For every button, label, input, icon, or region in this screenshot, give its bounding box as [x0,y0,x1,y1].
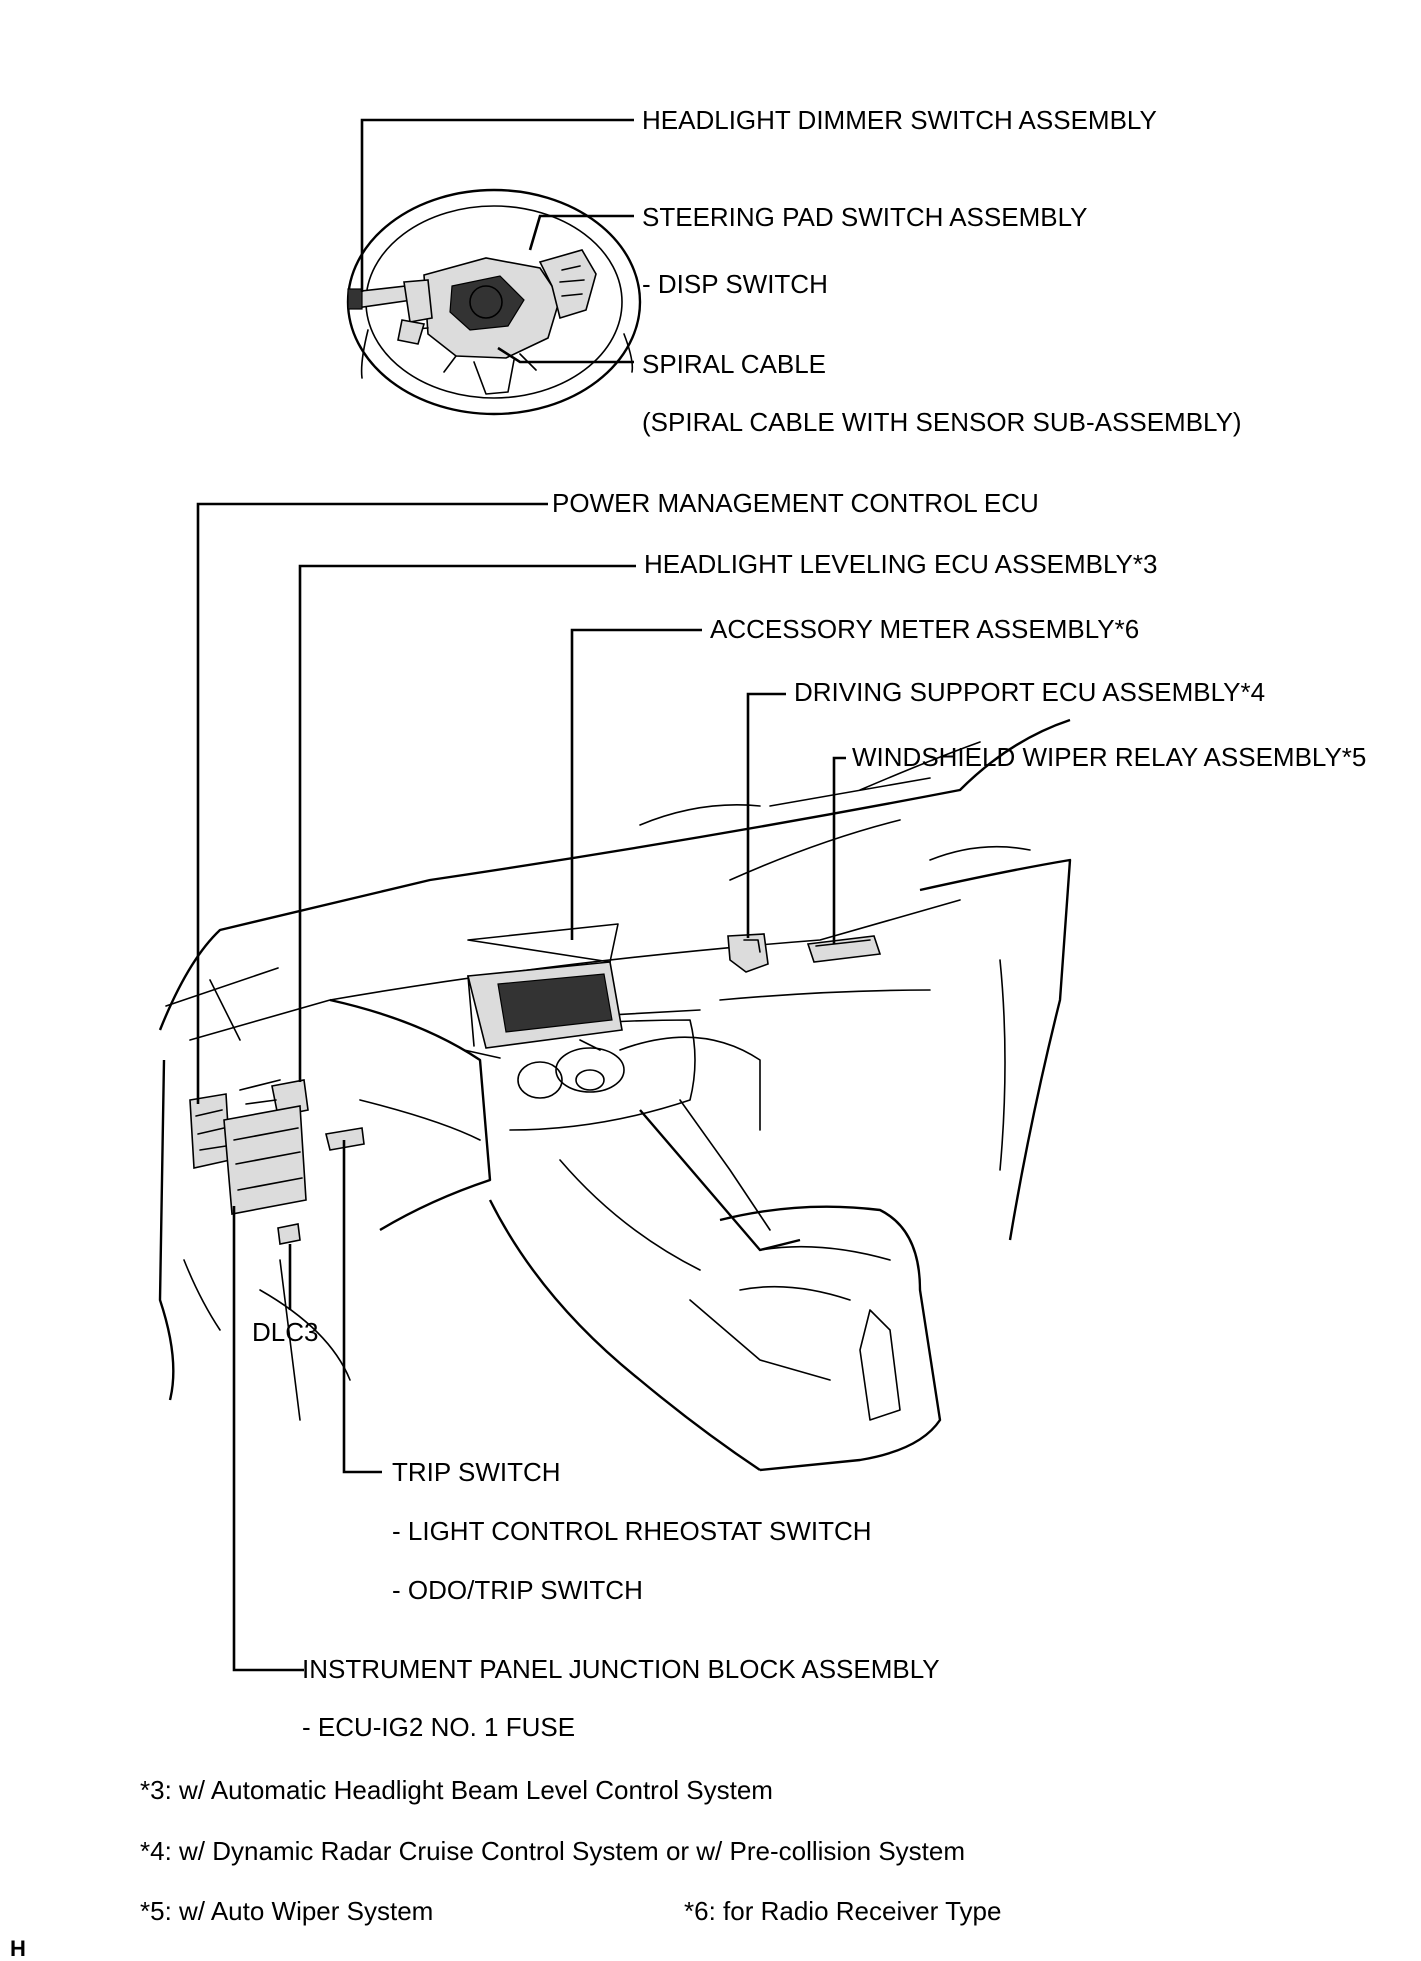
label-spiral-cable-sub: (SPIRAL CABLE WITH SENSOR SUB-ASSEMBLY) [642,407,1242,437]
footnote-6: *6: for Radio Receiver Type [684,1896,1001,1926]
leader-driving-support [746,692,786,938]
label-windshield-wiper-relay: WINDSHIELD WIPER RELAY ASSEMBLY*5 [852,742,1366,772]
label-spiral-cable: SPIRAL CABLE [642,349,826,379]
corner-mark: H [10,1936,26,1961]
leader-power-mgmt [196,502,548,1104]
leader-lines [196,118,846,1672]
label-ecu-ig2-fuse: - ECU-IG2 NO. 1 FUSE [302,1712,575,1742]
label-power-management-ecu: POWER MANAGEMENT CONTROL ECU [552,488,1039,518]
leader-ip-junction-block [232,1206,304,1672]
instrument-panel-illustration [158,718,1072,1472]
leader-trip-switch [342,1140,382,1474]
label-driving-support-ecu: DRIVING SUPPORT ECU ASSEMBLY*4 [794,677,1265,707]
leader-headlight-dimmer [360,118,634,292]
leader-headlight-leveling [298,564,636,1082]
label-dlc3: DLC3 [252,1317,318,1347]
footnote-3: *3: w/ Automatic Headlight Beam Level Co… [140,1775,773,1805]
label-disp-switch: - DISP SWITCH [642,269,828,299]
leader-steering-pad [528,214,634,251]
label-headlight-leveling-ecu: HEADLIGHT LEVELING ECU ASSEMBLY*3 [644,549,1157,579]
footnote-4: *4: w/ Dynamic Radar Cruise Control Syst… [140,1836,965,1866]
label-instrument-panel-junction-block: INSTRUMENT PANEL JUNCTION BLOCK ASSEMBLY [302,1654,940,1684]
leader-spiral-cable [497,346,634,364]
label-headlight-dimmer-switch: HEADLIGHT DIMMER SWITCH ASSEMBLY [642,105,1157,135]
steering-wheel-illustration [346,188,642,416]
label-odo-trip-switch: - ODO/TRIP SWITCH [392,1575,643,1605]
label-trip-switch: TRIP SWITCH [392,1457,561,1487]
label-accessory-meter: ACCESSORY METER ASSEMBLY*6 [710,614,1139,644]
label-steering-pad-switch: STEERING PAD SWITCH ASSEMBLY [642,202,1087,232]
label-light-control-rheostat: - LIGHT CONTROL RHEOSTAT SWITCH [392,1516,872,1546]
leader-accessory-meter [570,628,702,940]
footnote-5: *5: w/ Auto Wiper System [140,1896,433,1926]
footnotes: *3: w/ Automatic Headlight Beam Level Co… [140,1775,1001,1926]
leader-wiper-relay [832,756,846,944]
